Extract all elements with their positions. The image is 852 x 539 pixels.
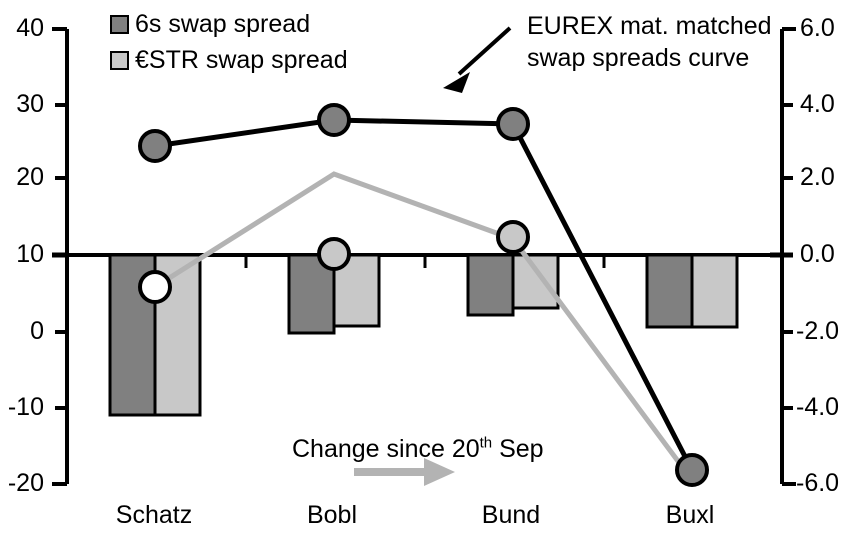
x-axis-label-bobl: Bobl [306,501,358,529]
legend-swatch-6s-icon [110,15,129,34]
line-eurex-swap-spreads-curve[interactable] [154,117,695,472]
marker-eurex-bobl[interactable] [317,103,351,137]
change-arrow-icon [354,458,455,486]
right-axis-tick-neg6: -6.0 [796,469,840,497]
marker-eurex-buxl[interactable] [675,453,709,487]
left-axis-tick-30: 30 [16,90,44,118]
x-axis-label-bund: Bund [481,501,541,529]
bar-group-bund [466,253,560,317]
bar-estr-bobl[interactable] [332,253,381,328]
right-axis-tick-2: 2.0 [800,163,835,191]
right-axis-tick-neg4: -4.0 [796,393,840,421]
legend-item-6s-swap-spread[interactable]: 6s swap spread [110,12,310,37]
marker-change-schatz[interactable] [138,270,172,304]
annotation-change-since: Change since 20th Sep [292,435,544,463]
legend-label-estr: €STR swap spread [135,46,348,74]
bar-group-buxl [645,253,739,329]
annotation-change-superscript: th [479,434,493,452]
bar-6s-buxl[interactable] [645,253,694,329]
marker-eurex-schatz[interactable] [138,129,172,163]
marker-change-bobl[interactable] [317,237,351,271]
annotation-curve-line1: EUREX mat. matched [527,12,772,40]
left-axis-spine [52,27,69,486]
right-axis-tick-neg2: -2.0 [796,317,840,345]
x-axis-label-schatz: Schatz [115,501,193,529]
legend-label-6s: 6s swap spread [135,10,311,38]
line-change-since-sep[interactable] [153,171,695,482]
left-axis-tick-0: 0 [30,317,44,345]
right-axis-tick-6: 6.0 [800,14,835,42]
left-axis-tick-40: 40 [16,14,44,42]
right-axis-tick-0: 0.0 [800,240,835,268]
legend-item-estr-swap-spread[interactable]: €STR swap spread [110,48,348,73]
marker-change-bund[interactable] [496,220,530,254]
callout-arrow-icon [443,26,512,93]
left-axis-tick-20: 20 [16,163,44,191]
annotation-change-prefix: Change since 20 [292,435,480,463]
bar-estr-bund[interactable] [511,253,560,310]
legend-swatch-estr-icon [110,51,129,70]
left-axis-tick-10: 10 [16,240,44,268]
marker-eurex-bund[interactable] [496,107,530,141]
bar-6s-bund[interactable] [466,253,515,317]
left-axis-tick-neg10: -10 [7,393,44,421]
bar-group-bobl [287,253,381,335]
right-axis-tick-4: 4.0 [800,90,835,118]
bar-estr-buxl[interactable] [690,253,739,329]
annotation-change-suffix: Sep [492,435,544,463]
x-axis-label-buxl: Buxl [665,501,715,529]
x-axis-ticks [244,255,606,268]
left-axis-tick-neg20: -20 [7,469,44,497]
annotation-curve-line2: swap spreads curve [527,44,750,72]
